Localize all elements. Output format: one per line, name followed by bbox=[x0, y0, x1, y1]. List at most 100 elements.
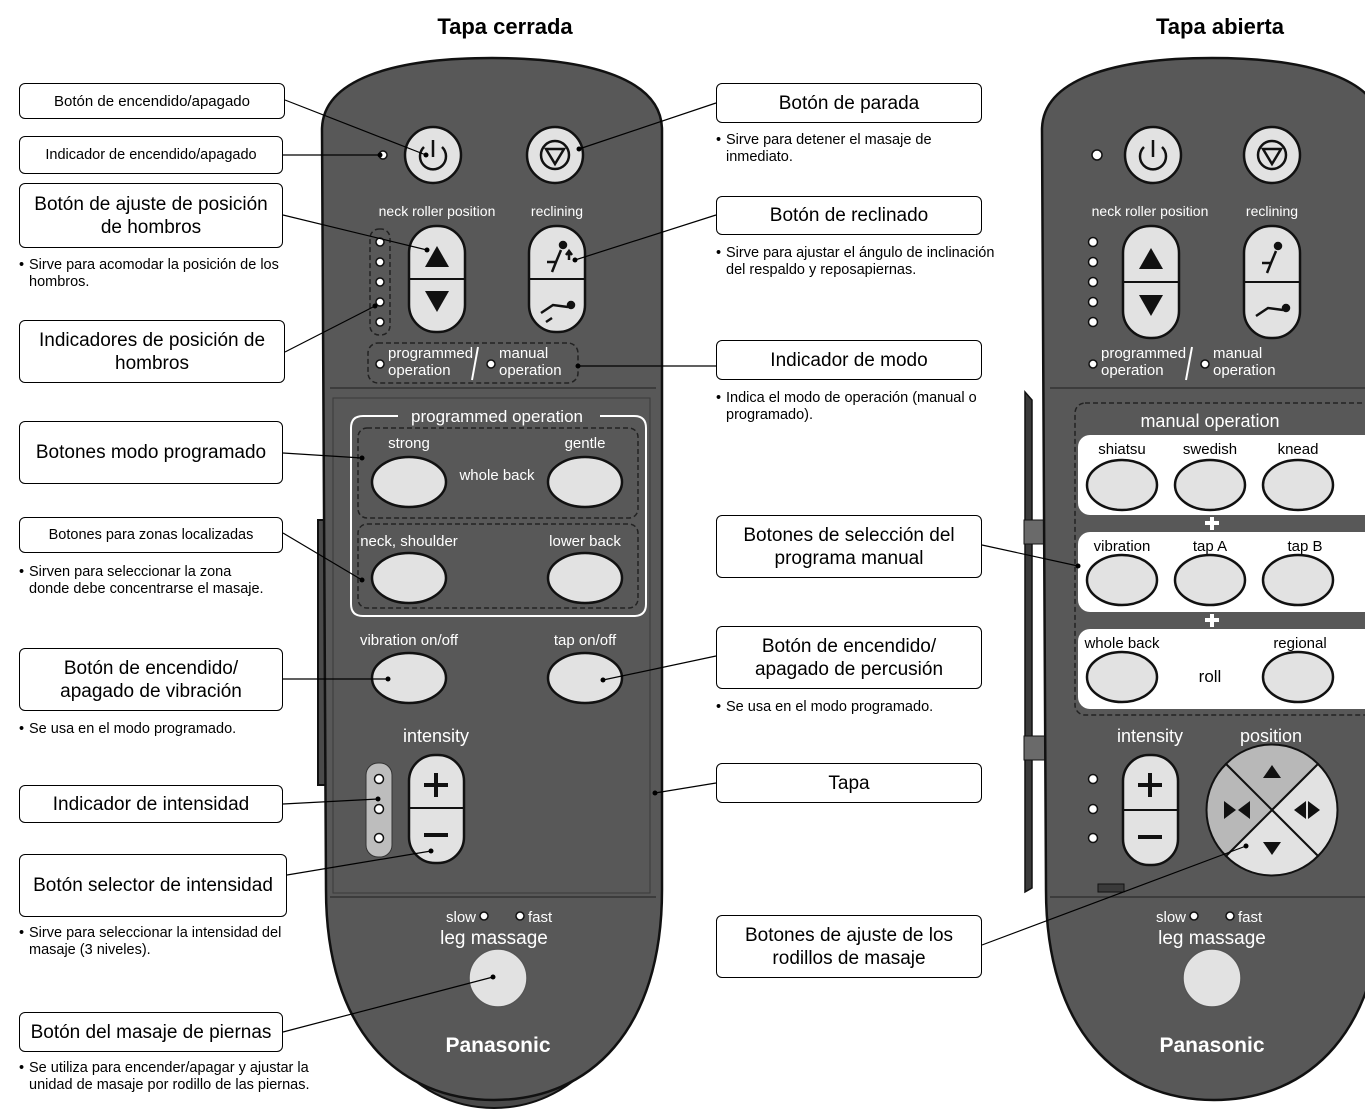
brand-logo-open: Panasonic bbox=[1159, 1034, 1264, 1057]
recline-down-icon bbox=[540, 300, 576, 324]
knead-button[interactable] bbox=[1261, 458, 1335, 512]
leader-lines bbox=[282, 99, 1247, 1033]
callout-tap-button: Botón de encendido/ apagado de percusión bbox=[716, 626, 982, 689]
swedish-label: swedish bbox=[1183, 441, 1237, 458]
note-mode: Indica el modo de operación (manual o pr… bbox=[716, 390, 996, 424]
lower-back-button[interactable] bbox=[546, 551, 624, 605]
tap-b-label: tap B bbox=[1287, 538, 1322, 555]
mode-programmed-label: programmed bbox=[388, 345, 473, 362]
note-tap: Se usa en el modo programado. bbox=[716, 699, 946, 716]
note-reclining: Sirve para ajustar el ángulo de inclinac… bbox=[716, 245, 996, 279]
slow-label-open: slow bbox=[1156, 909, 1186, 926]
tap-onoff-label: tap on/off bbox=[554, 632, 617, 649]
callout-programmed-buttons: Botones modo programado bbox=[19, 421, 283, 484]
brand-logo: Panasonic bbox=[445, 1034, 550, 1057]
lower-back-label: lower back bbox=[549, 533, 621, 550]
callout-mode-indicator: Indicador de modo bbox=[716, 340, 982, 380]
callout-lid: Tapa bbox=[716, 763, 982, 803]
callout-leg-button: Botón del masaje de piernas bbox=[19, 1012, 283, 1052]
vibration-button[interactable] bbox=[370, 651, 448, 705]
note-intensity: Sirve para seleccionar la intensidad del… bbox=[19, 925, 314, 959]
intensity-label-open: intensity bbox=[1117, 726, 1183, 746]
gentle-label: gentle bbox=[565, 435, 606, 452]
neck-roller-label: neck roller position bbox=[379, 203, 496, 219]
leg-massage-label-open: leg massage bbox=[1158, 928, 1266, 949]
manual-operation-title: manual operation bbox=[1140, 411, 1279, 431]
callout-intensity-indicator: Indicador de intensidad bbox=[19, 785, 283, 823]
vibration-onoff-label: vibration on/off bbox=[360, 632, 459, 649]
power-icon-open bbox=[1138, 140, 1168, 171]
recline-up-icon bbox=[547, 240, 573, 273]
strong-button[interactable] bbox=[370, 455, 448, 509]
reclining-label-open: reclining bbox=[1246, 203, 1298, 219]
note-leg: Se utiliza para encender/apagar y ajusta… bbox=[19, 1060, 319, 1094]
up-arrow-icon bbox=[425, 246, 449, 267]
mode-operation-label-open-2: operation bbox=[1213, 362, 1276, 379]
mode-operation-label-2: operation bbox=[499, 362, 562, 379]
position-pad[interactable] bbox=[1205, 743, 1339, 877]
fast-label-open: fast bbox=[1238, 909, 1263, 926]
tap-b-button[interactable] bbox=[1261, 553, 1335, 607]
programmed-operation-title: programmed operation bbox=[411, 407, 583, 426]
neck-shoulder-label: neck, shoulder bbox=[360, 533, 458, 550]
callout-zone-buttons: Botones para zonas localizadas bbox=[19, 517, 283, 553]
neck-shoulder-button[interactable] bbox=[370, 551, 448, 605]
callout-shoulder-indicators: Indicadores de posición de hombros bbox=[19, 320, 285, 383]
position-label: position bbox=[1240, 726, 1302, 746]
swedish-button[interactable] bbox=[1173, 458, 1247, 512]
regional-label: regional bbox=[1273, 635, 1326, 652]
leg-massage-label: leg massage bbox=[440, 928, 548, 949]
knead-label: knead bbox=[1278, 441, 1319, 458]
shiatsu-label: shiatsu bbox=[1098, 441, 1146, 458]
callout-vibration-button: Botón de encendido/ apagado de vibración bbox=[19, 648, 283, 711]
gentle-button[interactable] bbox=[546, 455, 624, 509]
mode-programmed-label-open: programmed bbox=[1101, 345, 1186, 362]
title-open: Tapa abierta bbox=[1156, 14, 1284, 39]
intensity-label: intensity bbox=[403, 726, 469, 746]
note-zones: Sirven para seleccionar la zona donde de… bbox=[19, 564, 269, 598]
fast-label: fast bbox=[528, 909, 553, 926]
callout-stop-button: Botón de parada bbox=[716, 83, 982, 123]
stop-icon-open bbox=[1256, 139, 1288, 171]
callout-shoulder-button: Botón de ajuste de posición de hombros bbox=[19, 183, 283, 248]
slow-label: slow bbox=[446, 909, 476, 926]
leader-dots bbox=[359, 146, 1249, 980]
note-vibration: Se usa en el modo programado. bbox=[19, 721, 249, 738]
note-shoulder: Sirve para acomodar la posición de los h… bbox=[19, 257, 289, 291]
stop-button[interactable] bbox=[525, 125, 585, 185]
tap-a-button[interactable] bbox=[1173, 553, 1247, 607]
callout-roller-buttons: Botones de ajuste de los rodillos de mas… bbox=[716, 915, 982, 978]
power-icon bbox=[418, 140, 448, 171]
tap-button[interactable] bbox=[546, 651, 624, 705]
shiatsu-button[interactable] bbox=[1085, 458, 1159, 512]
title-closed: Tapa cerrada bbox=[437, 14, 573, 39]
note-stop: Sirve para detener el masaje de inmediat… bbox=[716, 132, 996, 166]
callout-power-indicator: Indicador de encendido/apagado bbox=[19, 136, 283, 174]
regional-roll-button[interactable] bbox=[1261, 650, 1335, 704]
mode-operation-label-open-1: operation bbox=[1101, 362, 1164, 379]
callout-power-button: Botón de encendido/apagado bbox=[19, 83, 285, 119]
down-arrow-icon bbox=[425, 291, 449, 312]
neck-roller-label-open: neck roller position bbox=[1092, 203, 1209, 219]
callout-intensity-button: Botón selector de intensidad bbox=[19, 854, 287, 917]
open-remote: neck roller position reclining programme… bbox=[1023, 56, 1365, 1102]
roll-label: roll bbox=[1199, 667, 1222, 686]
whole-back-label-open: whole back bbox=[1083, 635, 1160, 652]
callout-manual-buttons: Botones de selección del programa manual bbox=[716, 515, 982, 578]
reclining-label: reclining bbox=[531, 203, 583, 219]
mode-manual-label: manual bbox=[499, 345, 548, 362]
closed-remote: neck roller position reclining bbox=[317, 56, 664, 1110]
stop-icon bbox=[539, 139, 571, 171]
leg-massage-button[interactable] bbox=[468, 948, 528, 1008]
callout-reclining-button: Botón de reclinado bbox=[716, 196, 982, 235]
mode-manual-label-open: manual bbox=[1213, 345, 1262, 362]
whole-back-roll-button[interactable] bbox=[1085, 650, 1159, 704]
plus-icon bbox=[424, 773, 448, 797]
strong-label: strong bbox=[388, 435, 430, 452]
mode-operation-label-1: operation bbox=[388, 362, 451, 379]
vibration-mode-button[interactable] bbox=[1085, 553, 1159, 607]
tap-a-label: tap A bbox=[1193, 538, 1227, 555]
whole-back-label: whole back bbox=[458, 467, 535, 484]
